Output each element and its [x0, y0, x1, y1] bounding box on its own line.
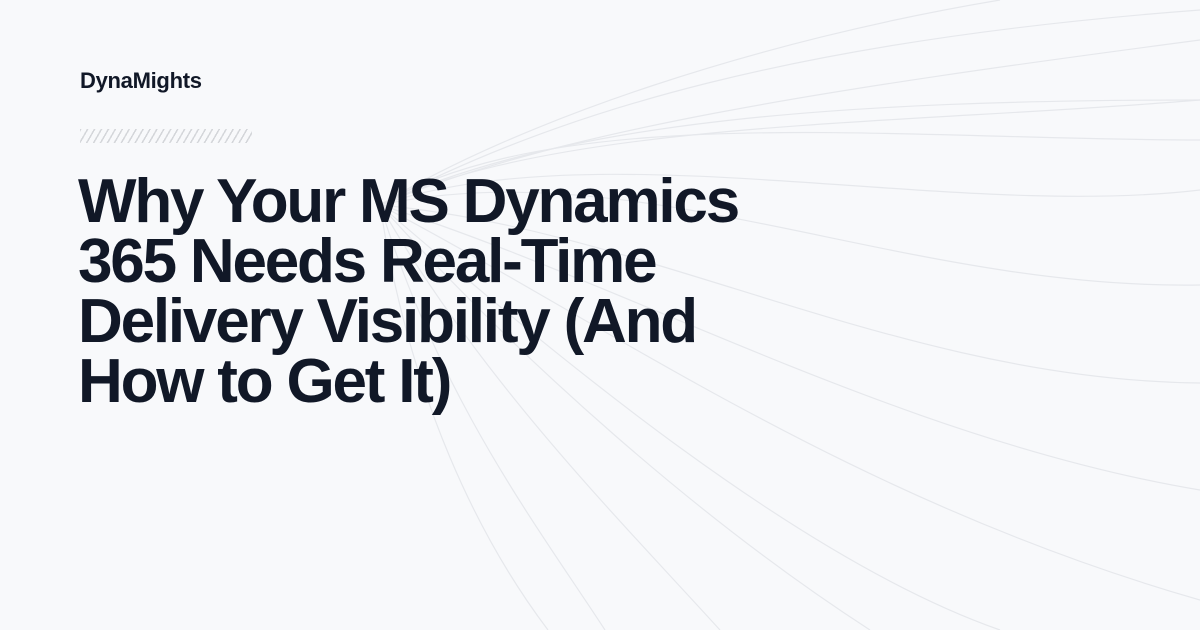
title-line: How to Get It): [78, 347, 452, 416]
title-line: Delivery Visibility (And: [78, 287, 698, 356]
title-line: 365 Needs Real-Time: [78, 227, 658, 296]
title-line: Why Your MS Dynamics: [78, 167, 740, 236]
page-title: Why Your MS Dynamics 365 Needs Real-Time…: [78, 167, 778, 416]
hatch-divider: [80, 129, 252, 143]
brand-logo: DynaMights: [80, 68, 202, 93]
